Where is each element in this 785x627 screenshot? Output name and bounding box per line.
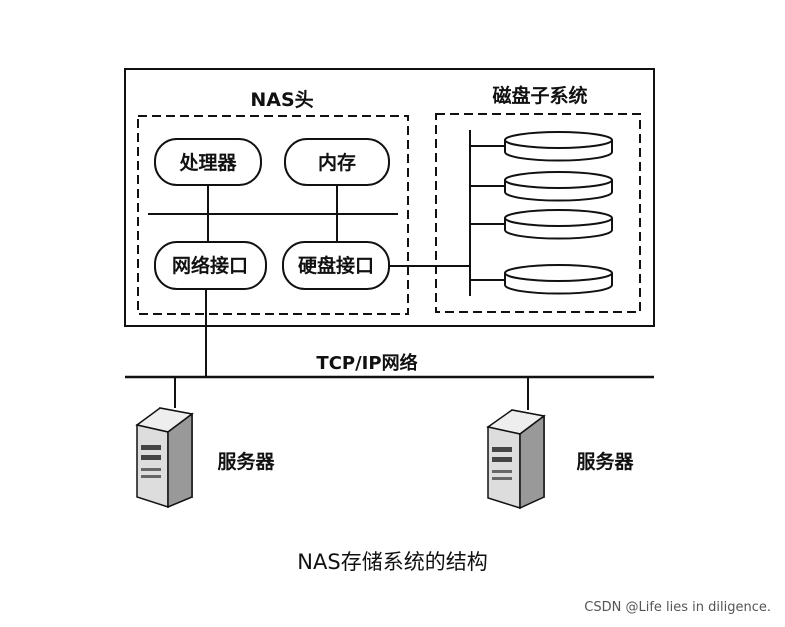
disk-interface-label: 硬盘接口 [298, 254, 374, 277]
memory-label: 内存 [318, 151, 356, 174]
disk-3 [470, 209, 613, 240]
memory-box [284, 138, 390, 186]
network-interface-box [154, 241, 267, 290]
disk-subsystem-title: 磁盘子系统 [492, 84, 587, 107]
network-interface-label: 网络接口 [172, 254, 248, 277]
disk-4 [470, 264, 613, 295]
server-1-icon [135, 407, 194, 509]
server-1-label: 服务器 [217, 450, 275, 473]
nas-head-box [137, 115, 409, 315]
processor-label: 处理器 [178, 151, 237, 174]
server-2-icon [486, 409, 546, 510]
watermark: CSDN @Life lies in diligence. [584, 600, 771, 615]
nas-outer-box [124, 68, 655, 327]
tcpip-network-label: TCP/IP网络 [316, 352, 417, 374]
nas-head-title: NAS头 [250, 89, 313, 111]
disk-2 [470, 171, 613, 202]
disk-subsystem-box [435, 113, 641, 313]
disk-1 [470, 131, 613, 162]
processor-box [154, 138, 262, 186]
server-2-label: 服务器 [576, 450, 634, 473]
figure-caption: NAS存储系统的结构 [297, 550, 488, 574]
